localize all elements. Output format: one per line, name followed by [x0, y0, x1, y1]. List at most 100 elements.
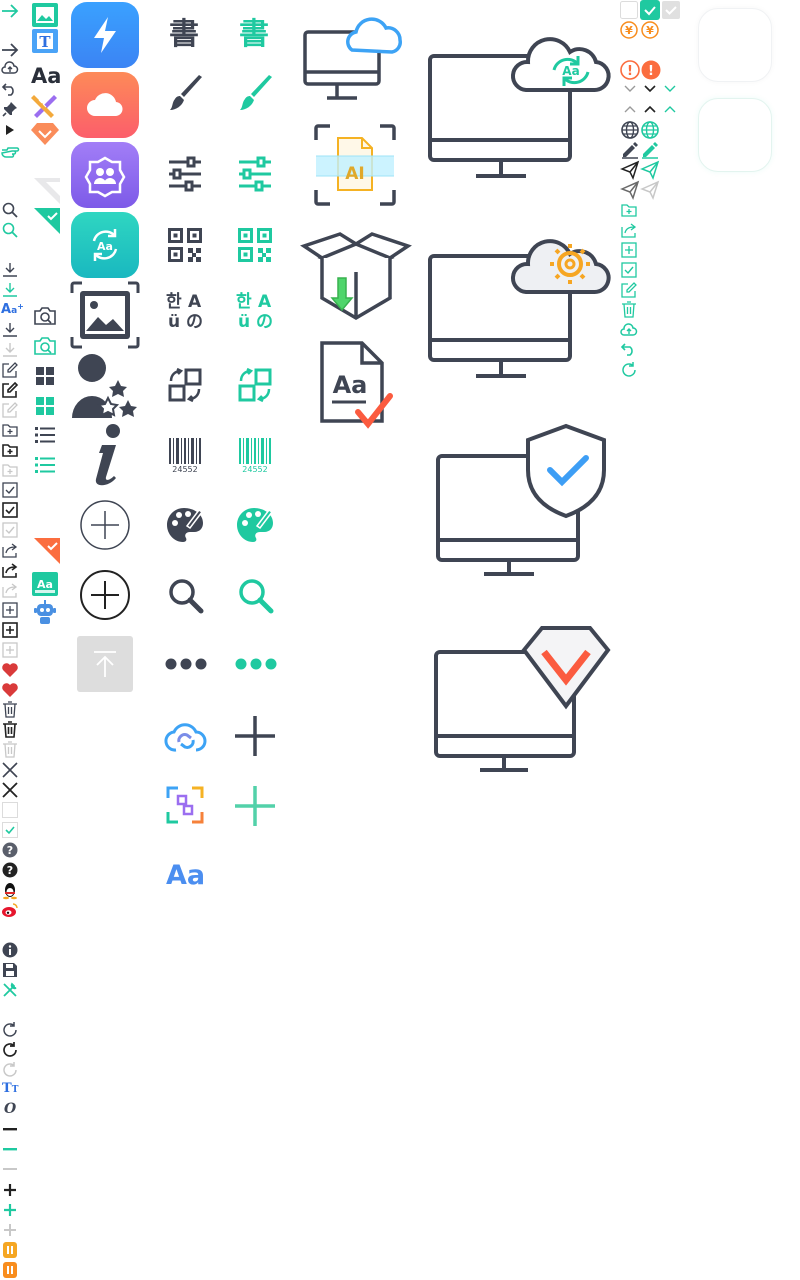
font-sync-app-tile[interactable]: Aa [71, 212, 139, 278]
save-icon[interactable] [2, 962, 18, 978]
send-icon[interactable] [640, 180, 660, 200]
minus-icon[interactable] [3, 1168, 17, 1172]
check-box-icon[interactable] [2, 522, 18, 538]
lightning-app-tile[interactable] [71, 2, 139, 68]
plus-icon[interactable] [3, 1223, 17, 1237]
text-size-icon[interactable]: TT [2, 1081, 19, 1096]
trash-icon[interactable] [2, 701, 18, 718]
edit-icon[interactable] [2, 402, 18, 418]
sliders-icon[interactable] [238, 156, 272, 192]
add-box-icon[interactable] [2, 622, 18, 638]
design-tools-icon[interactable] [31, 92, 59, 118]
camera-search-icon[interactable] [33, 336, 57, 356]
check-box-icon[interactable] [2, 502, 18, 518]
chevron-up-icon[interactable] [664, 105, 676, 113]
italic-icon[interactable]: O [4, 1101, 17, 1117]
image-icon[interactable] [32, 3, 58, 27]
checkbox-empty-icon[interactable] [620, 1, 638, 19]
sliders-icon[interactable] [168, 156, 202, 192]
font-doc-icon[interactable]: Aa [32, 572, 58, 596]
more-icon[interactable] [164, 657, 208, 671]
globe-icon[interactable] [621, 121, 639, 139]
refresh-icon[interactable] [620, 361, 638, 379]
checkbox-checked-icon[interactable] [640, 0, 660, 20]
refresh-icon[interactable] [1, 1061, 19, 1079]
barcode-icon[interactable]: 24552 [168, 438, 202, 474]
warning-icon[interactable]: ! [641, 60, 661, 80]
trash-icon[interactable] [2, 721, 18, 738]
add-folder-icon[interactable] [2, 422, 18, 438]
robot-icon[interactable] [33, 600, 57, 626]
arrow-right-icon[interactable] [1, 43, 19, 57]
download-icon[interactable] [2, 342, 18, 358]
share-icon[interactable] [2, 582, 18, 598]
undo-icon[interactable] [620, 342, 637, 356]
check-box-icon[interactable] [2, 482, 18, 498]
cloud-upload-icon[interactable] [1, 61, 19, 75]
convert-icon[interactable] [238, 367, 272, 403]
check-box-icon[interactable] [621, 262, 637, 278]
help-icon[interactable]: ? [2, 842, 18, 858]
add-folder-icon[interactable] [2, 442, 18, 458]
cloud-link-icon[interactable] [164, 720, 208, 754]
refresh-icon[interactable] [1, 1021, 19, 1039]
info-icon[interactable] [2, 942, 18, 958]
info-italic-tile[interactable] [71, 422, 139, 488]
pause-icon[interactable] [3, 1242, 17, 1258]
play-icon[interactable] [5, 125, 15, 135]
search-icon[interactable] [168, 578, 204, 614]
globe-icon[interactable] [641, 121, 659, 139]
language-icon[interactable]: 한 A ü の [166, 292, 203, 332]
checkbox-disabled-icon[interactable] [662, 1, 680, 19]
minus-icon[interactable] [3, 1148, 17, 1152]
arrow-right-icon[interactable] [1, 4, 19, 18]
font-icon[interactable]: Aa [31, 64, 62, 88]
edit-icon[interactable] [2, 381, 19, 398]
image-frame-tile[interactable] [70, 281, 140, 349]
download-icon[interactable] [2, 262, 18, 278]
download-icon[interactable] [2, 322, 18, 338]
download-icon[interactable] [2, 282, 18, 298]
close-icon[interactable] [1, 761, 19, 779]
share-icon[interactable] [621, 222, 637, 238]
trash-icon[interactable] [2, 741, 18, 758]
add-box-icon[interactable] [621, 242, 637, 258]
add-folder-icon[interactable] [621, 202, 637, 218]
warning-icon[interactable]: ! [620, 60, 640, 80]
grid-view-icon[interactable] [35, 396, 55, 416]
chevron-down-icon[interactable] [664, 85, 676, 93]
edit-icon[interactable] [2, 362, 18, 378]
font-size-increase-icon[interactable]: Aa+ [1, 302, 24, 317]
vip-diamond-icon[interactable] [31, 122, 59, 146]
qq-icon[interactable] [2, 881, 18, 900]
checkbox-empty-icon[interactable] [2, 802, 18, 818]
plus-icon[interactable] [234, 715, 276, 757]
users-app-tile[interactable] [71, 142, 139, 208]
cloud-app-tile[interactable] [71, 72, 139, 138]
edit-icon[interactable] [621, 282, 637, 298]
back-to-top-button[interactable] [77, 636, 133, 692]
weibo-icon[interactable] [1, 902, 19, 918]
qr-code-icon[interactable] [238, 228, 272, 262]
yen-icon[interactable]: ¥ [620, 21, 638, 39]
search-icon[interactable] [2, 222, 18, 238]
palette-icon[interactable] [166, 506, 204, 544]
camera-search-icon[interactable] [33, 306, 57, 326]
send-icon[interactable] [620, 160, 640, 180]
font-icon[interactable]: Aa [166, 860, 206, 891]
book-char-icon[interactable]: 書 [169, 17, 199, 52]
grid-view-icon[interactable] [35, 366, 55, 386]
minus-icon[interactable] [3, 1128, 17, 1132]
book-char-icon[interactable]: 書 [239, 17, 269, 52]
share-icon[interactable] [2, 562, 18, 578]
chevron-up-icon[interactable] [624, 105, 636, 113]
pause-icon[interactable] [3, 1262, 17, 1278]
add-box-icon[interactable] [2, 602, 18, 618]
share-icon[interactable] [2, 542, 18, 558]
convert-icon[interactable] [168, 367, 202, 403]
barcode-icon[interactable]: 24552 [238, 438, 272, 474]
close-icon[interactable] [1, 781, 19, 799]
cloud-upload-icon[interactable] [620, 323, 638, 337]
pin-icon[interactable] [2, 101, 18, 117]
brush-icon[interactable] [238, 75, 274, 113]
